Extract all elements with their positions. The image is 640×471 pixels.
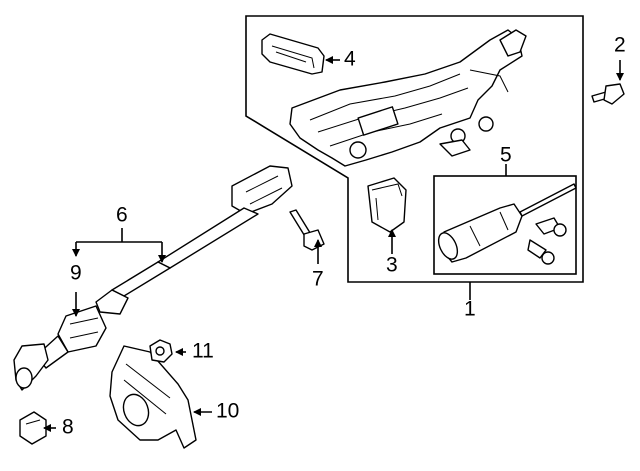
- callout-5: 5: [500, 144, 512, 167]
- callout-1: 1: [464, 298, 476, 321]
- callout-4: 4: [344, 48, 356, 71]
- callout-3: 3: [386, 254, 398, 277]
- sleeve-part-3: [367, 177, 407, 233]
- motor-kit-box: [433, 175, 577, 275]
- shield-part-10: [109, 345, 197, 449]
- callout-8: 8: [62, 416, 74, 439]
- leader-lines: [43, 56, 624, 432]
- motor-part-5: [437, 183, 577, 265]
- callout-9: 9: [70, 262, 82, 285]
- bolt-part-8: [19, 411, 47, 445]
- assembly-outline: [245, 15, 584, 283]
- callout-10: 10: [216, 400, 239, 423]
- bolt-part-2: [591, 83, 625, 105]
- bracket-part-4: [261, 33, 325, 75]
- steering-column-housing: [289, 29, 527, 167]
- intermediate-shaft: [13, 165, 293, 391]
- bolt-part-7: [289, 209, 325, 251]
- nut-part-11: [149, 339, 173, 363]
- callout-7: 7: [312, 268, 324, 291]
- callout-11: 11: [192, 340, 214, 363]
- callout-6: 6: [116, 204, 128, 227]
- callout-2: 2: [614, 34, 626, 57]
